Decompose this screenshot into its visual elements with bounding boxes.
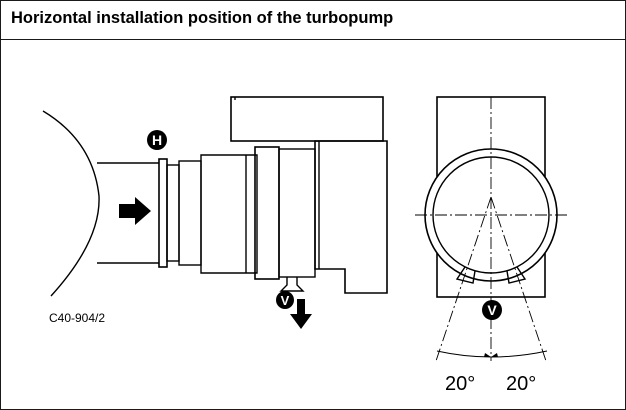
pump-body-step — [200, 154, 258, 274]
marker-v-right: V — [482, 300, 502, 320]
angle-arrow-right — [491, 353, 498, 357]
angle-arc — [436, 350, 548, 358]
figure-title: Horizontal installation position of the … — [11, 9, 394, 27]
chamber-arc — [42, 110, 100, 297]
angle-line-left — [435, 196, 492, 362]
electronics-box — [230, 96, 384, 142]
side-housing — [314, 140, 388, 294]
vent-foot — [279, 277, 305, 292]
vent-left — [455, 266, 476, 284]
angle-line-right — [490, 196, 547, 362]
flange-ring — [158, 158, 168, 268]
angle-label-right: 20° — [506, 373, 536, 395]
pump-housing-2 — [278, 148, 316, 278]
svg-text:V: V — [281, 293, 290, 308]
svg-text:V: V — [487, 302, 497, 318]
drawing-code: C40-904/2 — [49, 311, 105, 325]
svg-text:H: H — [152, 132, 162, 148]
pump-neck — [166, 164, 180, 262]
angle-arrow-left — [484, 353, 491, 357]
angle-label-left: 20° — [445, 373, 475, 395]
pump-housing — [254, 146, 280, 280]
pump-body — [178, 160, 202, 266]
marker-v-left: V — [276, 291, 294, 309]
down-arrow-icon — [290, 299, 312, 329]
flow-arrow-icon — [119, 197, 151, 225]
title-bar: Horizontal installation position of the … — [1, 1, 625, 40]
marker-h: H — [147, 130, 167, 150]
vent-right — [506, 266, 527, 284]
